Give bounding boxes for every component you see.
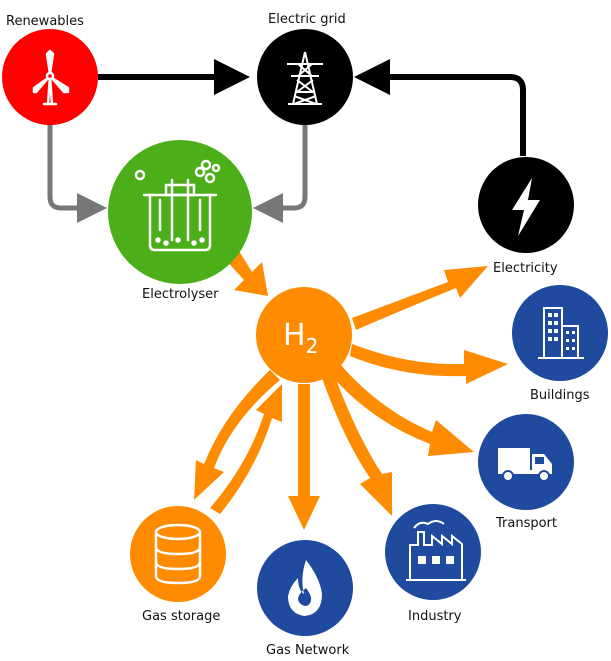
renewables-label: Renewables (6, 14, 84, 29)
flame-icon (288, 560, 322, 616)
gas-storage-label: Gas storage (142, 609, 220, 624)
h2-to-transport-arrow (330, 364, 474, 456)
electrolyser-node: Electrolyser (108, 140, 252, 302)
electric-grid-label: Electric grid (268, 12, 346, 27)
buildings-label: Buildings (530, 388, 590, 403)
hydrogen-letter: H (283, 318, 306, 353)
gas-storage-to-h2-arrow (210, 384, 282, 514)
lightning-bolt-icon (512, 178, 540, 236)
gas-network-label: Gas Network (266, 643, 350, 658)
electricity-node: Electricity (478, 157, 574, 276)
buildings-node: Buildings (512, 285, 608, 403)
renewables-node: Renewables (2, 14, 98, 125)
hydrogen-symbol: H2 (283, 318, 318, 358)
gas-storage-node: Gas storage (130, 506, 226, 624)
database-cylinder-icon (154, 523, 202, 585)
h2-to-industry-arrow (322, 374, 392, 516)
wind-turbine-icon (32, 49, 70, 106)
power-pylon-icon (287, 51, 323, 105)
grid-connectors (47, 59, 526, 223)
electricity-label: Electricity (493, 261, 558, 276)
hydrogen-node: H2 (256, 287, 352, 383)
h2-to-gas-network-arrow (288, 384, 320, 530)
industry-label: Industry (408, 609, 462, 624)
truck-icon (498, 448, 552, 482)
grid-to-electrolyser-arrow (253, 123, 308, 223)
renewables-to-electrolyser-arrow (47, 123, 107, 223)
electrolyser-label: Electrolyser (142, 287, 219, 302)
electricity-to-grid-arrow (354, 59, 526, 156)
hydrogen-circle (256, 287, 352, 383)
factory-icon (406, 520, 466, 581)
transport-node: Transport (478, 414, 574, 531)
electrolyser-circle (108, 140, 252, 284)
industry-node: Industry (385, 504, 481, 624)
industry-circle (385, 504, 481, 600)
office-building-icon (538, 307, 584, 359)
h2-to-electricity-arrow (352, 266, 488, 330)
transport-label: Transport (495, 516, 557, 531)
electrolyser-beaker-icon (134, 159, 221, 252)
h2-to-gas-storage-arrow (194, 370, 280, 500)
gas-network-node: Gas Network (257, 540, 353, 658)
buildings-circle (512, 285, 608, 381)
electrolyser-to-h2-arrow (224, 246, 268, 296)
hydrogen-subscript: 2 (306, 334, 319, 358)
electric-grid-node: Electric grid (257, 12, 353, 125)
hydrogen-flows (194, 246, 508, 530)
h2-to-buildings-arrow (350, 344, 508, 384)
